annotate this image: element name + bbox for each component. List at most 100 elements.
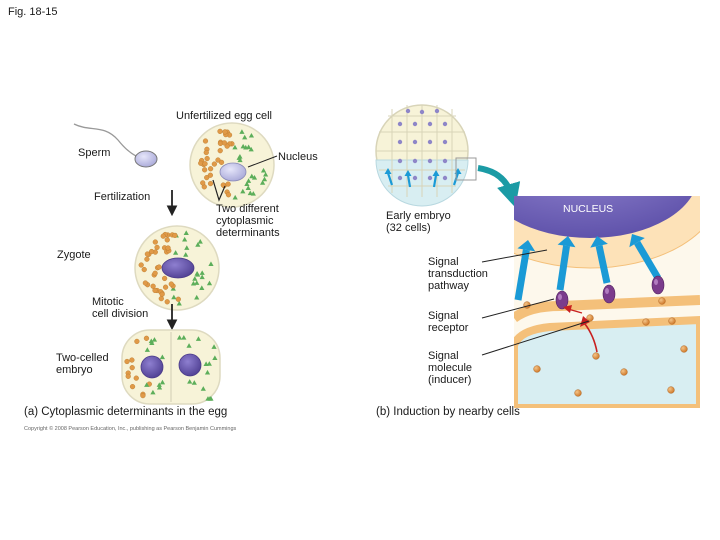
cytoplasmic-determinant-green [249, 173, 255, 179]
cytoplasmic-determinant-green [150, 389, 156, 395]
cytoplasmic-determinant-green [251, 174, 258, 180]
signal-molecule-label-line3: (inducer) [428, 374, 472, 386]
signal-receptor-label-line1: Signal [428, 310, 459, 322]
embryo-cell-nucleus [397, 121, 403, 127]
signal-molecule-leader [481, 320, 590, 356]
cytoplasmic-determinant-green [261, 176, 268, 182]
signal-receptor [602, 284, 616, 304]
induction-arrowhead [432, 170, 440, 176]
cytoplasmic-determinant-green [211, 344, 217, 349]
cytoplasmic-determinant-green [195, 272, 201, 277]
cytoplasmic-determinant-green [204, 369, 211, 375]
cytoplasmic-determinant-green [200, 386, 206, 391]
cytoplasmic-determinant-green [156, 382, 162, 387]
cytoplasmic-determinant-orange [202, 138, 209, 144]
cytoplasmic-determinant-green [239, 129, 245, 134]
embryo-cell-nucleus [427, 175, 433, 181]
induction-arrow [386, 172, 394, 186]
embryo-cell-nucleus [397, 139, 403, 145]
cytoplasmic-determinant-green [248, 132, 255, 138]
cytoplasmic-determinant-green [245, 185, 251, 190]
signal-molecule-inducer [680, 345, 688, 353]
cytoplasmic-determinant-orange [162, 275, 168, 282]
cytoplasmic-determinant-green [144, 347, 150, 352]
cytoplasmic-determinant-green [186, 343, 192, 348]
embryo-cell-nucleus [442, 139, 448, 145]
determinants-label-line2: cytoplasmic [216, 215, 274, 227]
cytoplasmic-determinant-orange [140, 393, 146, 399]
induction-arrowhead [404, 170, 412, 176]
nucleus-caps-label: NUCLEUS [563, 203, 614, 215]
cytoplasmic-determinant-green [144, 382, 150, 387]
induction-arrow [432, 174, 438, 188]
early-embryo [375, 104, 469, 207]
embryo-cell-nucleus [405, 108, 411, 114]
signal-receptor-highlight [558, 294, 562, 300]
signal-transduction-arrowhead [557, 236, 576, 248]
signal-receptor-highlight [605, 288, 609, 294]
signal-molecule-inducer [533, 365, 541, 373]
cytoplasmic-determinant-green [195, 242, 201, 247]
signal-receptor [651, 275, 665, 295]
signal-molecule-inducer [574, 389, 582, 397]
cytoplasmic-determinant-green [183, 252, 189, 257]
cytoplasmic-determinant-green [260, 167, 267, 173]
two-celled-embryo [121, 329, 221, 405]
signal-receptor-label-line2: receptor [428, 322, 469, 334]
cytoplasmic-determinant-green [199, 270, 205, 275]
zygote [134, 225, 220, 311]
cytoplasmic-determinant-green [159, 354, 165, 360]
embryo-cell-nucleus [427, 158, 433, 164]
signal-molecule-inducer [592, 352, 600, 360]
signal-molecule-label-line2: molecule [428, 362, 473, 374]
cytoplasmic-determinant-orange [203, 149, 209, 156]
sperm [73, 123, 158, 168]
cytoplasmic-determinant-orange [202, 167, 208, 173]
embryo-cell-nucleus [442, 158, 448, 164]
cytoplasmic-determinant-green [199, 285, 205, 291]
cytoplasmic-determinant-orange [158, 296, 164, 302]
cytoplasmic-determinant-green [176, 334, 183, 340]
cytoplasmic-determinant-green [194, 280, 200, 285]
cytoplasmic-determinant-orange [164, 299, 170, 305]
cytoplasmic-determinant-orange [207, 180, 214, 187]
cytoplasmic-determinant-green [206, 280, 213, 286]
cytoplasmic-determinant-green [237, 157, 243, 163]
early-embryo-label-line1: Early embryo [386, 210, 451, 222]
fertilization-label: Fertilization [94, 191, 151, 203]
cytoplasmic-determinant-orange [165, 245, 171, 251]
cytoplasmic-determinant-orange [172, 232, 178, 239]
determinants-leader [212, 179, 226, 202]
signal-molecule-inducer [668, 317, 676, 325]
cytoplasmic-determinant-green [199, 274, 205, 280]
cytoplasmic-determinant-green [192, 276, 198, 281]
nucleus-leader [247, 155, 278, 168]
cytoplasmic-determinant-orange [200, 180, 206, 186]
signal-receptor-leader [481, 298, 555, 319]
cytoplasmic-determinant-green [195, 336, 202, 341]
cytoplasmic-determinant-green [173, 250, 179, 255]
signal-molecule-inducer [642, 318, 650, 326]
cytoplasmic-determinant-orange [211, 161, 217, 167]
cytoplasmic-determinant-orange [133, 375, 139, 381]
sperm-label: Sperm [78, 147, 111, 159]
cytoplasmic-determinant-green [237, 154, 243, 159]
embryo-cell-nucleus [442, 175, 448, 181]
embryo-cell-nucleus [397, 175, 403, 181]
signal-molecule-label-line1: Signal [428, 350, 459, 362]
cytoplasmic-determinant-green [206, 361, 212, 366]
cytoplasmic-determinant-green [187, 379, 193, 384]
cytoplasmic-determinant-orange [144, 256, 150, 262]
cytoplasmic-determinant-green [232, 194, 238, 200]
cytoplasmic-determinant-green [242, 134, 248, 140]
cytoplasmic-determinant-green [182, 236, 188, 242]
cytoplasmic-determinant-orange [164, 237, 170, 243]
cytoplasmic-determinant-green [247, 190, 253, 196]
cytoplasmic-determinant-green [208, 261, 214, 266]
embryo-cell-nucleus [412, 139, 418, 145]
cytoplasmic-determinant-orange [152, 270, 158, 276]
cytoplasmic-determinant-orange [150, 283, 156, 289]
embryo-cell-nucleus [412, 158, 418, 164]
signal-molecule-inducer [620, 368, 628, 376]
cytoplasmic-determinant-orange [129, 365, 135, 371]
